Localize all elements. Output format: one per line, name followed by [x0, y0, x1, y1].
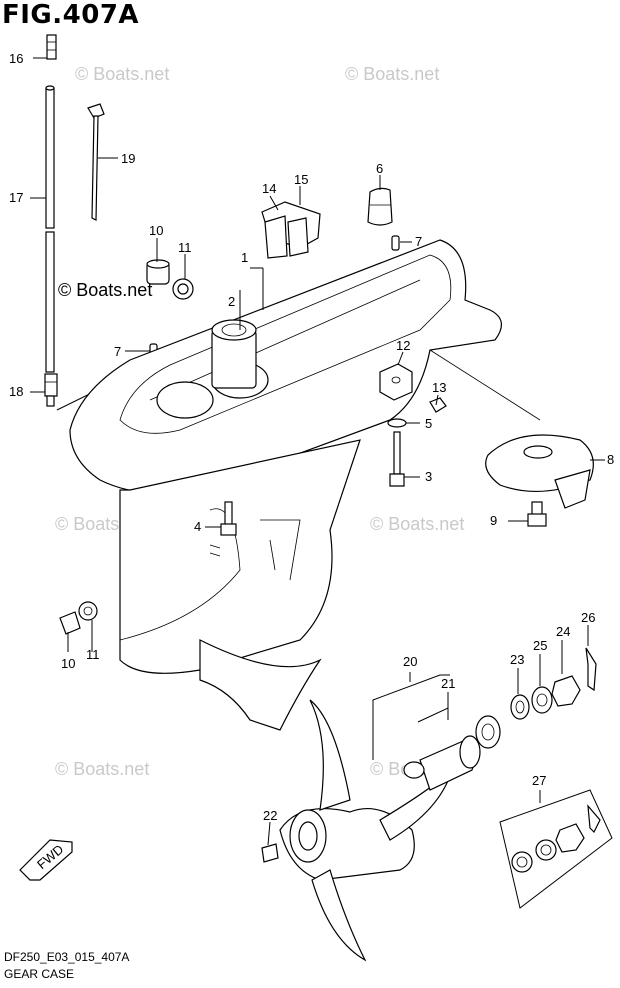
callout-19: 19	[121, 151, 135, 166]
callout-13: 13	[432, 380, 446, 395]
callout-24: 24	[556, 624, 570, 639]
callout-8: 8	[607, 452, 614, 467]
callout-labels: 16 19 17 6 14 15 10 11 1 2 7 7 18 12 13 …	[9, 51, 614, 823]
part-5-3-washer-bolt	[387, 418, 420, 487]
callout-16: 16	[9, 51, 23, 66]
callout-3: 3	[425, 469, 432, 484]
callout-26: 26	[581, 610, 595, 625]
callout-27: 27	[532, 773, 546, 788]
figure-code: DF250_E03_015_407A	[4, 950, 130, 964]
callout-18: 18	[9, 384, 23, 399]
callout-11: 11	[178, 240, 192, 255]
callout-23: 23	[510, 652, 524, 667]
part-20-21-bushing	[372, 672, 501, 791]
watermark-main: © Boats.net	[58, 280, 152, 300]
part-12-13-block-bolt	[379, 351, 447, 413]
callout-21: 21	[441, 676, 455, 691]
callout-7: 7	[114, 344, 121, 359]
callout-1: 1	[241, 250, 248, 265]
watermark: © Boats.net	[345, 64, 439, 84]
figure-name: GEAR CASE	[4, 967, 75, 981]
part-27-kit	[499, 789, 613, 909]
part-19-tie-strap	[87, 103, 118, 221]
watermark: © Boats.net	[370, 514, 464, 534]
callout-17: 17	[9, 190, 23, 205]
part-17-shift-rod	[30, 85, 55, 373]
callout-7: 7	[415, 234, 422, 249]
callout-25: 25	[533, 638, 547, 653]
figure-title: FIG.407A	[2, 0, 140, 30]
fwd-arrow-icon: FWD	[19, 839, 73, 881]
part-16-fitting	[33, 34, 57, 60]
watermark: © Boats.net	[55, 759, 149, 779]
watermark: © Boats.net	[75, 64, 169, 84]
part-4-bolt	[205, 501, 237, 536]
callout-14: 14	[262, 181, 276, 196]
gear-case-housing	[69, 239, 502, 731]
propeller	[261, 699, 454, 962]
callout-15: 15	[294, 172, 308, 187]
part-10-11-plug-washer-lower	[59, 601, 98, 652]
part-9-bolt	[508, 501, 547, 527]
part-10-11-plug-washer-upper	[146, 238, 194, 300]
callout-20: 20	[403, 654, 417, 669]
callout-4: 4	[194, 519, 201, 534]
callout-10: 10	[149, 223, 163, 238]
part-23-25-24-26-nut-washers	[510, 625, 597, 720]
callout-6: 6	[376, 161, 383, 176]
callout-11: 11	[86, 647, 100, 662]
callout-12: 12	[396, 338, 410, 353]
callout-22: 22	[263, 808, 277, 823]
callout-10: 10	[61, 656, 75, 671]
part-6-anode	[367, 175, 393, 226]
callout-5: 5	[425, 416, 432, 431]
part-8-trim-tab	[429, 349, 605, 509]
callout-2: 2	[228, 294, 235, 309]
callout-9: 9	[490, 513, 497, 528]
part-14-15-bracket	[261, 186, 321, 259]
